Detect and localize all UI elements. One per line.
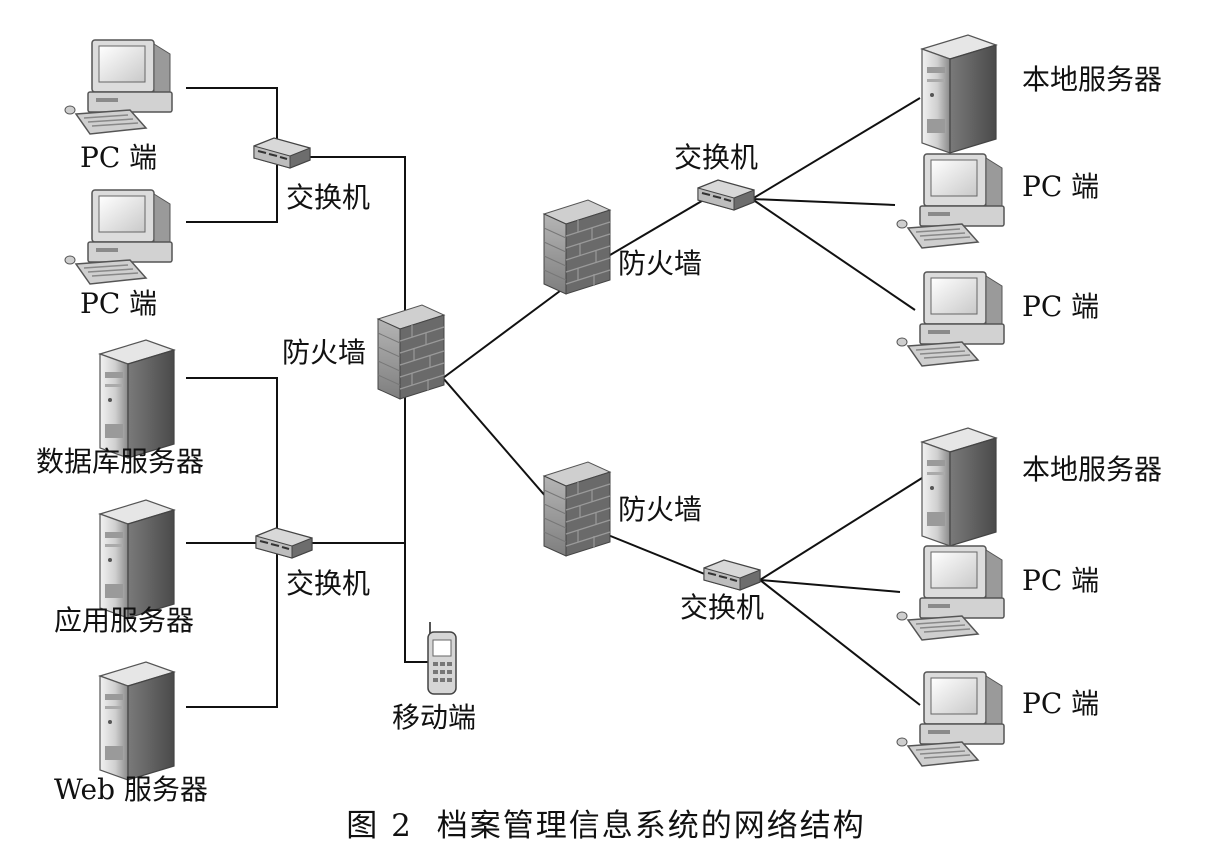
switch-label: 交换机 [680,591,765,624]
link-fwl-switch [607,534,713,578]
firewall-label: 防火墙 [618,493,703,526]
server-tower-icon [921,34,997,154]
pc-label: PC 端 [1022,687,1100,720]
brick-firewall-icon [543,199,611,295]
switch-label: 交换机 [286,181,371,214]
network-switch-icon [255,527,313,559]
app-server-label: 应用服务器 [54,604,195,637]
link-mobile [404,543,428,663]
db-server-label: 数据库服务器 [36,445,205,478]
web-server-label: Web 服务器 [54,773,208,806]
network-switch-icon [253,137,311,169]
local-server-label: 本地服务器 [1022,63,1163,96]
mobile-label: 移动端 [392,701,477,734]
switch-label: 交换机 [286,567,371,600]
pc-icon [896,545,1005,641]
firewall-label: 防火墙 [282,336,367,369]
pc-label: PC 端 [1022,564,1100,597]
link-swl-server [759,477,923,581]
link-fw-upper [442,284,569,379]
link-pc1-switch [186,87,278,148]
switch-label: 交换机 [674,141,759,174]
pc-icon [896,671,1005,767]
server-tower-icon [99,661,175,781]
network-switch-icon [697,179,755,211]
link-swu-server [751,97,921,200]
server-tower-icon [921,427,997,547]
link-swl-pc1 [759,579,901,593]
link-fwu-switch [604,194,713,259]
pc-icon [896,153,1005,249]
pc-label: PC 端 [1022,170,1100,203]
pc-icon [64,189,173,285]
firewall-label: 防火墙 [618,247,703,280]
pc-label: PC 端 [1022,290,1100,323]
figure-number: 图 2 [346,808,413,844]
figure-caption: 图 2 档案管理信息系统的网络结构 [0,800,1212,845]
local-server-label: 本地服务器 [1022,453,1163,486]
devices [64,34,1005,781]
figure-title: 档案管理信息系统的网络结构 [436,808,866,844]
pc-icon [896,271,1005,367]
brick-firewall-icon [543,461,611,557]
link-swl-pc2 [759,579,921,706]
mobile-phone-icon [427,622,457,695]
network-switch-icon [703,559,761,591]
server-tower-icon [99,499,175,619]
pc-icon [64,39,173,135]
connection-lines [186,87,923,708]
link-pc2-switch [186,165,278,223]
pc-label: PC 端 [80,287,158,320]
link-swu-pc2 [751,198,916,311]
brick-firewall-icon [377,304,445,400]
link-switch2-firewall [310,395,406,544]
link-web-switch [186,553,278,708]
server-tower-icon [99,339,175,459]
link-db-switch [186,377,278,535]
pc-label: PC 端 [80,141,158,174]
link-fw-lower [442,377,561,514]
link-switch-firewall [308,156,406,318]
link-swu-pc1 [751,198,896,206]
